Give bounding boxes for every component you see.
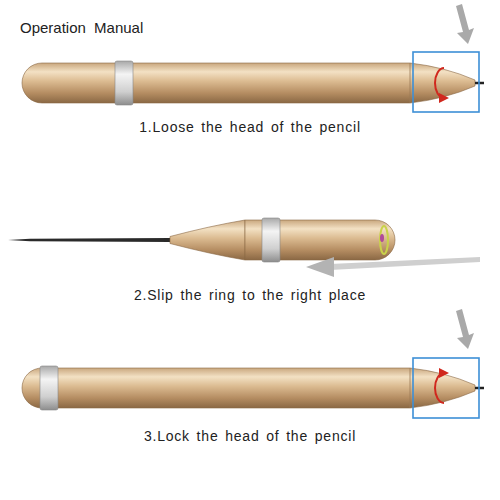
pencil-open [8,218,480,277]
pencil-locked [22,309,484,418]
step-caption: 2.Slip the ring to the right place [0,287,500,303]
step-caption: 3.Lock the head of the pencil [0,428,500,444]
step-caption: 1.Loose the head of the pencil [0,119,500,135]
manual-title: Operation Manual [20,19,143,36]
